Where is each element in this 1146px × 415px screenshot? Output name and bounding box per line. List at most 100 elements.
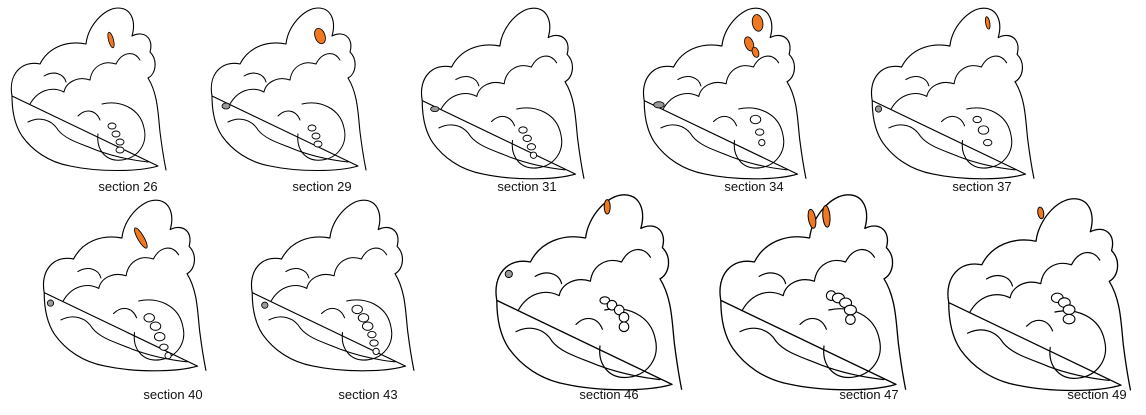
cortical-fold-line [661,125,787,170]
nucleus-outline [108,123,116,129]
lesion-mark [1037,207,1045,220]
section-label-49: section 49 [1067,387,1126,402]
nucleus-outline [846,315,856,325]
brain-section-section-29 [211,8,366,171]
thalamus-outline [134,300,183,360]
sulcus-line [456,77,479,86]
nucleus-outline [165,352,171,358]
brain-section-section-43 [251,200,413,371]
nucleus-outline [312,133,320,139]
nucleus-outline [160,344,168,350]
sulcus-line [986,276,1012,286]
cortical-fold-line [230,54,340,104]
section-label-26: section 26 [98,179,157,194]
ventricle-mark [47,300,53,306]
sulcus-line [800,318,826,329]
lesion-mark [822,205,831,227]
nucleus-outline [116,147,124,153]
ventricle-mark [222,103,230,109]
sulcus-line [78,111,100,120]
section-label-43: section 43 [338,387,397,402]
cortical-fold-line [269,317,395,362]
cortical-fold-line [518,250,650,310]
cortical-fold-line [228,119,348,162]
cortical-fold-line [271,248,387,301]
cortical-fold-line [441,56,556,109]
nucleus-outline [144,314,155,322]
nucleus-outline [112,131,120,137]
thalamus-outline [962,108,1011,168]
lesion-mark [313,27,328,45]
cortical-fold-line [970,253,1100,312]
brain-section-section-46 [496,195,682,390]
sulcus-line [678,77,701,86]
sulcus-line [1027,320,1053,331]
cortical-fold-line [663,56,779,109]
section-label-40: section 40 [143,387,202,402]
cortical-fold-line [63,248,178,301]
section-label-34: section 34 [724,179,783,194]
brain-section-section-49 [948,199,1131,391]
cortical-fold-line [891,56,1007,109]
sulcus-line [286,269,309,278]
nucleus-outline [1063,305,1075,314]
nucleus-outline [314,141,322,147]
nucleus-outline [973,116,981,122]
nucleus-outline [530,152,536,158]
thalamus-outline [1050,311,1106,379]
section-label-29: section 29 [292,179,351,194]
cortical-fold-line [439,125,565,170]
cortical-fold-line [740,328,884,379]
sulcus-line [278,111,300,120]
thalamus-outline [512,108,561,168]
nucleus-outline [844,305,856,315]
brain-section-section-37 [871,8,1033,179]
nucleus-outline [352,305,363,313]
lesion-mark [107,32,116,49]
section-label-46: section 46 [579,387,638,402]
cortical-fold-line [742,250,874,310]
nucleus-outline [750,115,761,123]
nucleus-outline [358,314,369,322]
sulcus-line [114,308,137,317]
sulcus-line [492,116,515,125]
ventricle-mark [505,270,512,277]
ventricle-mark [431,106,439,111]
brain-section-section-40 [43,200,205,371]
cortical-fold-line [30,54,140,104]
lesion-mark [604,200,610,214]
ventricle-mark [654,102,665,108]
lesion-mark [807,209,817,229]
nucleus-outline [154,333,165,341]
sulcus-line [759,273,785,284]
sulcus-line [576,318,602,329]
nucleus-outline [527,144,535,150]
thalamus-outline [298,103,345,160]
sulcus-line [44,73,66,82]
sulcus-line [78,269,101,278]
brain-section-section-26 [11,8,166,171]
nucleus-outline [373,348,379,354]
cortical-fold-line [516,328,660,379]
ventricle-mark [875,106,881,112]
sulcus-line [942,116,965,125]
brain-section-section-31 [421,8,583,179]
section-label-47: section 47 [839,387,898,402]
nucleus-outline [116,139,124,145]
sulcus-line [714,116,737,125]
nucleus-outline [519,127,527,133]
section-label-37: section 37 [952,179,1011,194]
nucleus-outline [619,322,629,332]
nucleus-outline [756,129,764,135]
nucleus-outline [362,322,373,330]
lesion-mark [132,226,149,249]
nucleus-outline [759,139,765,145]
sulcus-line [244,73,266,82]
nucleus-outline [978,126,989,134]
lesion-mark [985,16,991,29]
sulcus-line [535,273,561,284]
nucleus-outline [368,331,376,337]
cortical-fold-line [889,125,1015,170]
brain-section-section-47 [720,195,906,390]
